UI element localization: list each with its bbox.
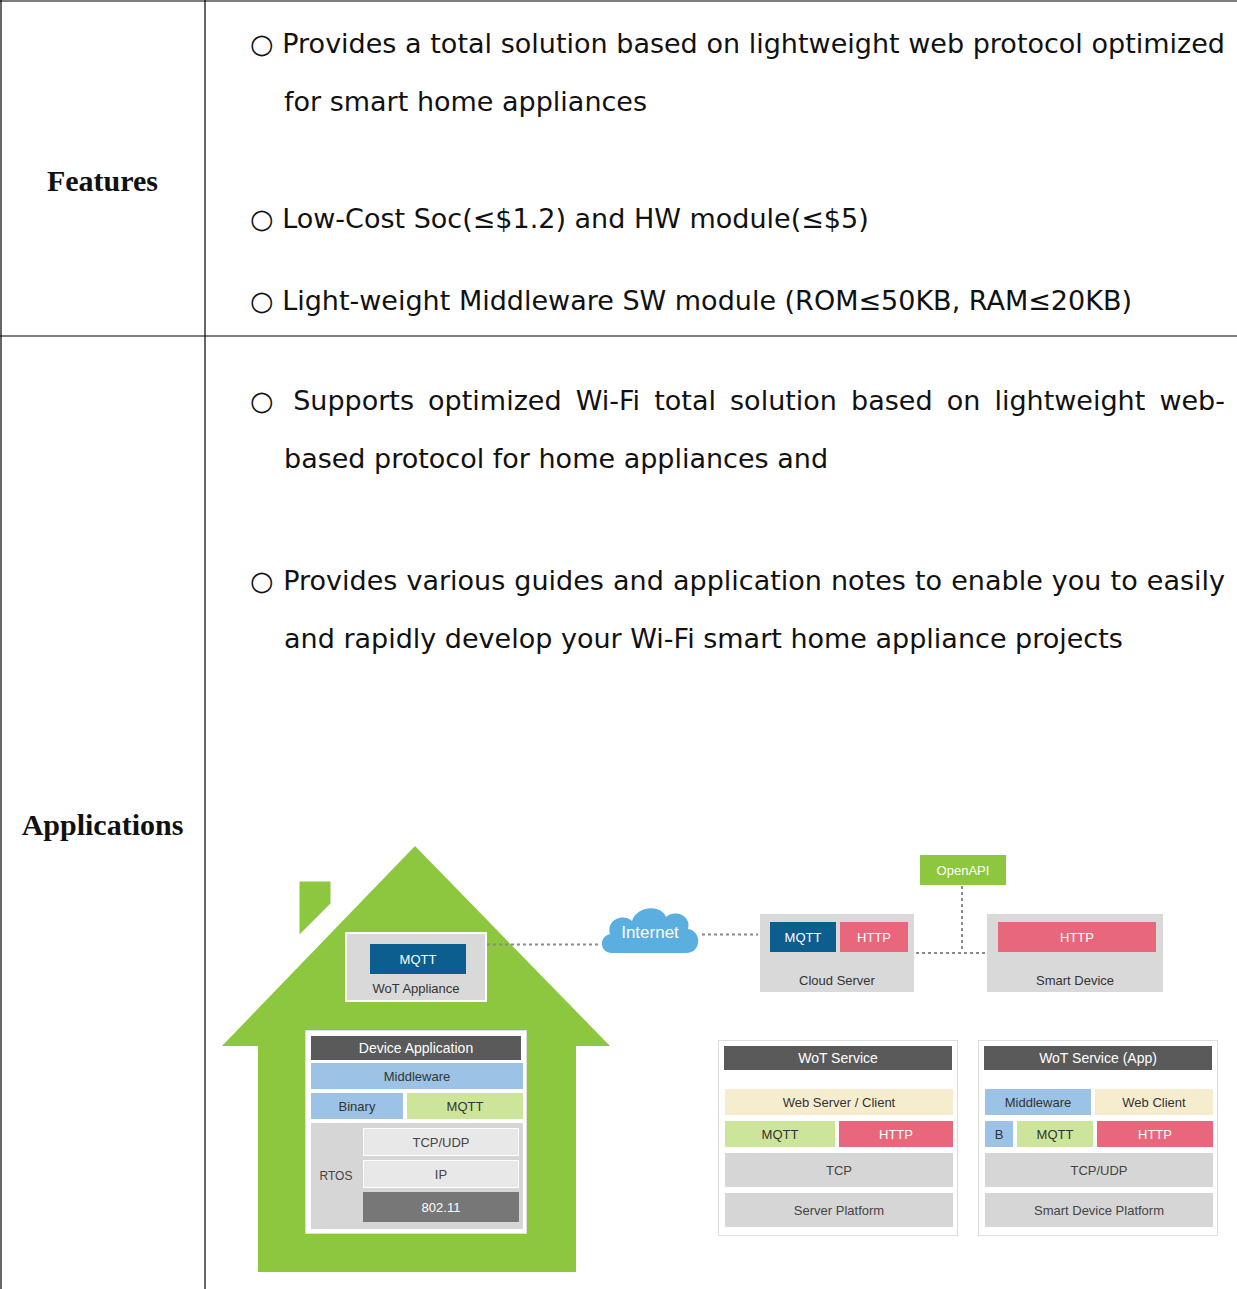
table-cell-text: ○ Provides a total solution based on lig… [250,15,1225,131]
node-label: 802.11 [363,1192,519,1222]
node-label: HTTP [839,1121,953,1147]
node-label: MQTT [770,922,836,952]
node-label: Internet [598,911,702,955]
node-label: IP [364,1161,518,1187]
node-label: Cloud Server [760,969,914,991]
node-label: TCP/UDP [364,1129,518,1155]
node-label: HTTP [1097,1121,1213,1147]
protocol-box: TCP/UDP [985,1153,1213,1187]
protocol-box: TCP/UDP [363,1128,519,1156]
table-cell-text: ○ Supports optimized Wi-Fi total solutio… [250,372,1225,488]
stack-frame: WoT Service (App) MiddlewareWeb ClientBMQ… [978,1040,1218,1236]
protocol-box: MQTT [370,944,466,974]
table-cell-text: ○ Light-weight Middleware SW module (ROM… [250,272,1225,330]
protocol-box: B [985,1121,1013,1147]
table-cell-text: ○ Low-Cost Soc(≤$1.2) and HW module(≤$5) [250,190,1225,248]
table-cell-text: ○ Provides various guides and applicatio… [250,552,1225,668]
node-label: OpenAPI [920,855,1006,885]
node-label: B [985,1121,1013,1147]
openapi-leader [961,886,963,952]
device-panel: Cloud Server MQTTHTTP [758,912,916,994]
node-label: Middleware [985,1089,1091,1115]
stack-frame: Device ApplicationMiddlewareBinaryMQTT RT… [305,1030,527,1234]
node-label: Middleware [311,1063,523,1089]
node-label: Web Server / Client [725,1089,953,1115]
rtos-block: RTOSTCP/UDP IP 802.11 [311,1123,523,1229]
protocol-box: 802.11 [363,1192,519,1222]
table-row-header: Applications [0,808,205,842]
protocol-box: IP [363,1160,519,1188]
network-link [702,934,758,936]
network-link [916,952,985,954]
internet-cloud: Internet [598,903,702,957]
node-label: Smart Device [987,969,1163,991]
house-illustration [222,846,610,1272]
node-label: MQTT [370,944,466,974]
protocol-box: Server Platform [725,1193,953,1227]
protocol-box: Smart Device Platform [985,1193,1213,1227]
protocol-box: Middleware [311,1063,523,1089]
protocol-box: TCP [725,1153,953,1187]
device-panel: WoT Appliance MQTT [345,932,487,1002]
node-label: HTTP [998,922,1156,952]
node-label: MQTT [1017,1121,1093,1147]
stack-heading: Device Application [311,1036,521,1060]
node-label: MQTT [407,1093,523,1119]
device-panel: Smart Device HTTP [985,912,1165,994]
protocol-box: HTTP [998,922,1156,952]
protocol-box: Binary [311,1093,403,1119]
node-label: MQTT [725,1121,835,1147]
protocol-box: HTTP [1097,1121,1213,1147]
node-label: HTTP [840,922,908,952]
protocol-box: MQTT [725,1121,835,1147]
stack-heading: WoT Service [724,1046,952,1070]
protocol-box: MQTT [1017,1121,1093,1147]
node-label: Binary [311,1093,403,1119]
node-label: TCP [725,1153,953,1187]
table-row-header: Features [0,164,205,198]
protocol-box: HTTP [840,922,908,952]
stack-heading: WoT Service (App) [984,1046,1212,1070]
protocol-box: MQTT [407,1093,523,1119]
protocol-box: HTTP [839,1121,953,1147]
node-label: WoT Appliance [347,977,485,999]
node-label: Server Platform [725,1193,953,1227]
protocol-box: Web Client [1095,1089,1213,1115]
stack-frame: WoT ServiceWeb Server / ClientMQTTHTTP TC… [718,1040,958,1236]
protocol-box: MQTT [770,922,836,952]
protocol-box: OpenAPI [920,855,1006,885]
node-label: Web Client [1095,1089,1213,1115]
protocol-box: Middleware [985,1089,1091,1115]
node-label: TCP/UDP [985,1153,1213,1187]
protocol-box: Web Server / Client [725,1089,953,1115]
node-label: Smart Device Platform [985,1193,1213,1227]
network-link [487,944,598,946]
node-label: RTOS [311,1123,361,1229]
